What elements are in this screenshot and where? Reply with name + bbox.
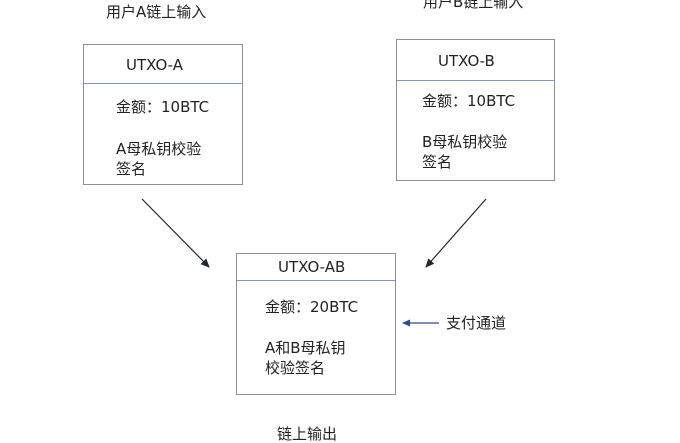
utxo-a-amount: 金额：10BTC xyxy=(116,98,210,116)
arrow-a-to-ab xyxy=(141,198,210,268)
utxo-a-title: UTXO-A xyxy=(126,56,184,74)
utxo-ab-box: UTXO-AB 金额：20BTC A和B母私钥 校验签名 xyxy=(236,253,396,395)
utxo-a-signature-line1: A母私钥校验 xyxy=(116,140,202,158)
input-b-label: 用户B链上输入 xyxy=(423,0,524,11)
utxo-ab-amount: 金额：20BTC xyxy=(265,298,359,316)
utxo-a-box: UTXO-A 金额：10BTC A母私钥校验 签名 xyxy=(83,44,243,185)
input-a-label: 用户A链上输入 xyxy=(106,3,207,21)
output-label: 链上输出 xyxy=(277,425,338,443)
utxo-b-amount: 金额：10BTC xyxy=(422,92,516,110)
utxo-b-signature-line2: 签名 xyxy=(422,153,453,171)
payment-channel-label: 支付通道 xyxy=(446,314,507,332)
utxo-b-separator xyxy=(397,80,554,81)
utxo-ab-signature-line2: 校验签名 xyxy=(265,359,326,377)
utxo-b-box: UTXO-B 金额：10BTC B母私钥校验 签名 xyxy=(396,39,555,181)
utxo-ab-title: UTXO-AB xyxy=(278,258,346,276)
utxo-b-title: UTXO-B xyxy=(438,52,495,70)
utxo-ab-separator xyxy=(237,280,395,281)
arrow-b-to-ab xyxy=(425,198,487,268)
utxo-ab-signature-line1: A和B母私钥 xyxy=(265,339,346,357)
utxo-b-signature-line1: B母私钥校验 xyxy=(422,133,508,151)
utxo-a-signature-line2: 签名 xyxy=(116,160,147,178)
utxo-a-separator xyxy=(84,83,242,84)
